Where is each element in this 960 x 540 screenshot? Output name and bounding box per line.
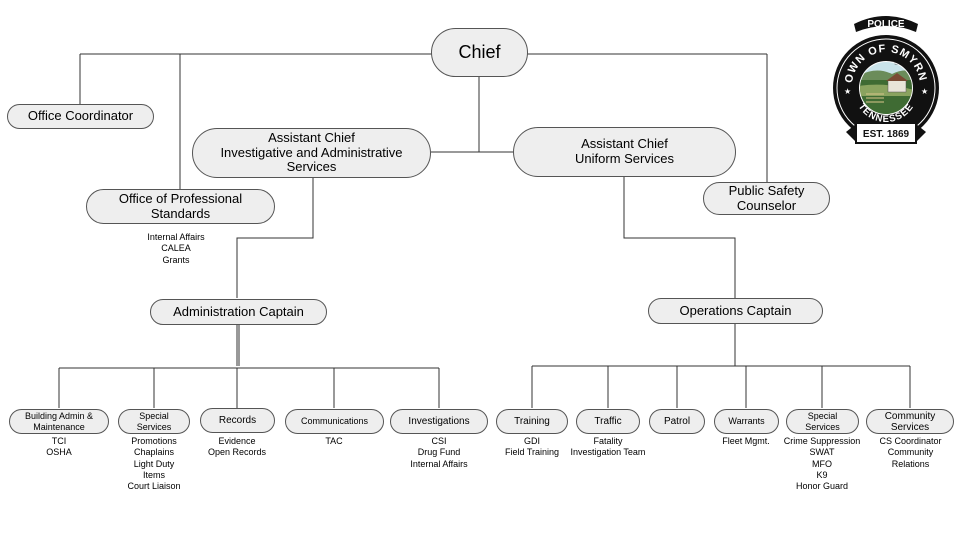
- svg-text:POLICE: POLICE: [867, 19, 905, 30]
- unit-communications: Communications: [285, 409, 384, 434]
- unit-admin-special-services-list: Promotions Chaplains Light Duty Items Co…: [127, 436, 181, 492]
- unit-building-admin-list: TCI OSHA: [46, 436, 72, 458]
- assistant-chief-uniform-node: Assistant Chief Uniform Services: [513, 127, 736, 177]
- administration-captain-node: Administration Captain: [150, 299, 327, 325]
- unit-ops-special-services: Special Services: [786, 409, 859, 434]
- unit-ops-special-services-list: Crime Suppression SWAT MFO K9 Honor Guar…: [783, 436, 861, 492]
- office-professional-standards-node: Office of Professional Standards: [86, 189, 275, 224]
- unit-traffic-list: Fatality Investigation Team: [570, 436, 646, 458]
- unit-records-list: Evidence Open Records: [207, 436, 267, 458]
- svg-text:EST. 1869: EST. 1869: [863, 129, 910, 140]
- public-safety-counselor-node: Public Safety Counselor: [703, 182, 830, 215]
- svg-text:★: ★: [921, 87, 928, 96]
- chief-node: Chief: [431, 28, 528, 77]
- office-coordinator-node: Office Coordinator: [7, 104, 154, 129]
- unit-investigations-list: CSI Drug Fund Internal Affairs: [410, 436, 468, 469]
- unit-traffic: Traffic: [576, 409, 640, 434]
- unit-community-services-list: CS Coordinator Community Relations: [879, 436, 942, 469]
- unit-community-services: Community Services: [866, 409, 954, 434]
- unit-admin-special-services: Special Services: [118, 409, 190, 434]
- unit-records: Records: [200, 408, 275, 433]
- assistant-chief-investigative-node: Assistant Chief Investigative and Admini…: [192, 128, 431, 178]
- svg-text:★: ★: [844, 87, 851, 96]
- unit-building-admin: Building Admin & Maintenance: [9, 409, 109, 434]
- unit-training: Training: [496, 409, 568, 434]
- professional-standards-list: Internal Affairs CALEA Grants: [147, 232, 205, 265]
- unit-communications-list: TAC: [325, 436, 343, 446]
- unit-warrants: Warrants: [714, 409, 779, 434]
- unit-training-list: GDI Field Training: [504, 436, 560, 458]
- unit-investigations: Investigations: [390, 409, 488, 434]
- unit-warrants-list: Fleet Mgmt.: [722, 436, 770, 446]
- unit-patrol: Patrol: [649, 409, 705, 434]
- operations-captain-node: Operations Captain: [648, 298, 823, 324]
- smyrna-police-badge-logo: POLICE TOWN OF SMYRNA TENNESSEE ★ ★ EST.…: [832, 10, 939, 144]
